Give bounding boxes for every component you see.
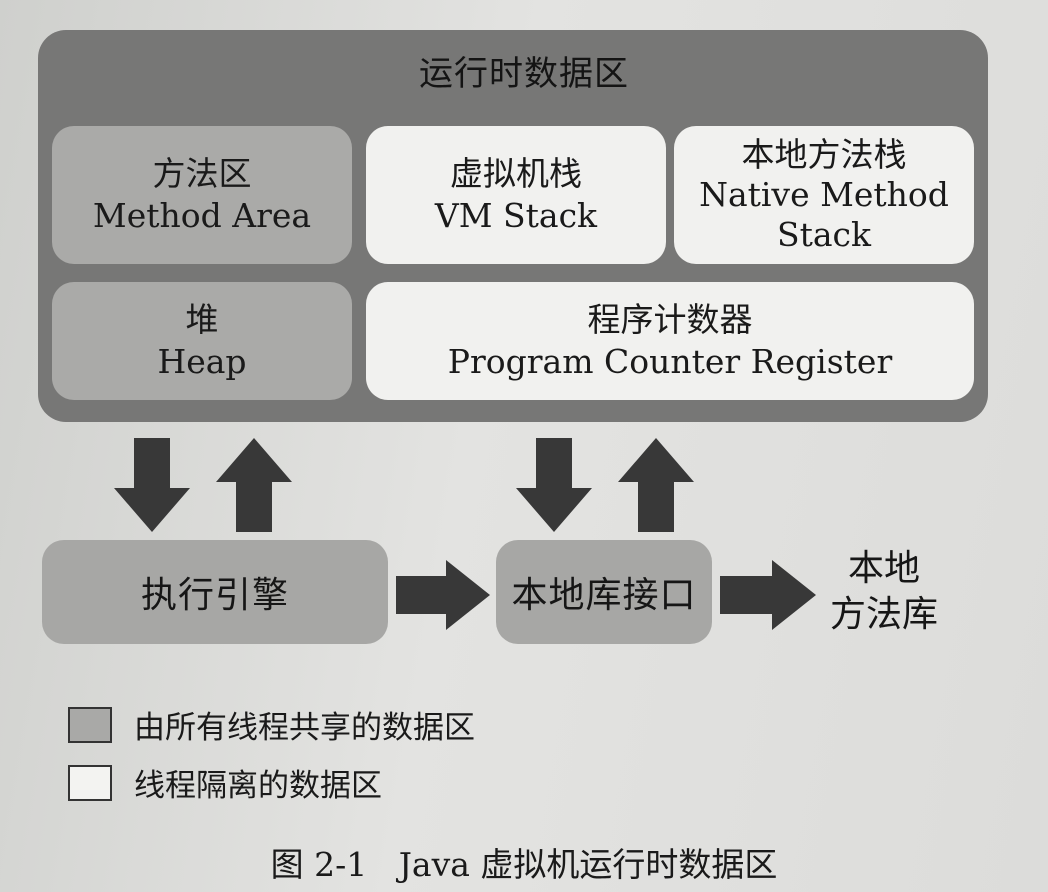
native-method-stack-en-line2: Stack (776, 215, 872, 254)
heap-en: Heap (157, 342, 247, 381)
heap-box: 堆 Heap (52, 282, 352, 400)
native-interface-label: 本地库接口 (511, 575, 697, 616)
execution-engine-label: 执行引擎 (140, 575, 289, 616)
arrow-up-from-native-interface (618, 438, 694, 532)
arrow-down-to-native-interface (516, 438, 592, 532)
execution-engine-box: 执行引擎 (42, 540, 388, 644)
program-counter-box: 程序计数器 Program Counter Register (366, 282, 974, 400)
legend-shared: 由所有线程共享的数据区 (68, 702, 475, 747)
figure-caption: 图 2-1 Java 虚拟机运行时数据区 (270, 845, 778, 884)
arrow-up-from-engine (216, 438, 292, 532)
legend-shared-label: 由所有线程共享的数据区 (134, 710, 475, 746)
program-counter-en: Program Counter Register (447, 342, 893, 381)
heap-zh: 堆 (185, 300, 219, 339)
arrow-down-to-engine (114, 438, 190, 532)
native-method-library: 本地 方法库 (814, 546, 954, 638)
method-area-box: 方法区 Method Area (52, 126, 352, 264)
runtime-area-title: 运行时数据区 (419, 54, 629, 94)
native-method-stack-en-line1: Native Method (699, 175, 949, 214)
legend-shared-swatch (68, 706, 112, 743)
program-counter-zh: 程序计数器 (587, 300, 753, 339)
native-method-stack-zh: 本地方法栈 (741, 135, 907, 174)
native-library-line2: 方法库 (829, 594, 938, 635)
method-area-en: Method Area (92, 196, 312, 235)
vm-stack-en: VM Stack (434, 196, 598, 235)
native-method-stack-box: 本地方法栈 Native Method Stack (674, 126, 974, 264)
native-interface-box: 本地库接口 (496, 540, 712, 644)
legend-isolated-swatch (68, 764, 112, 801)
legend-isolated-label: 线程隔离的数据区 (134, 768, 382, 804)
arrow-engine-to-native-interface (396, 560, 490, 630)
arrow-native-interface-to-library (720, 560, 816, 630)
method-area-zh: 方法区 (152, 154, 252, 193)
vm-stack-box: 虚拟机栈 VM Stack (366, 126, 666, 264)
native-library-line1: 本地 (847, 548, 920, 589)
vm-stack-zh: 虚拟机栈 (450, 154, 582, 193)
legend-isolated: 线程隔离的数据区 (68, 760, 382, 805)
